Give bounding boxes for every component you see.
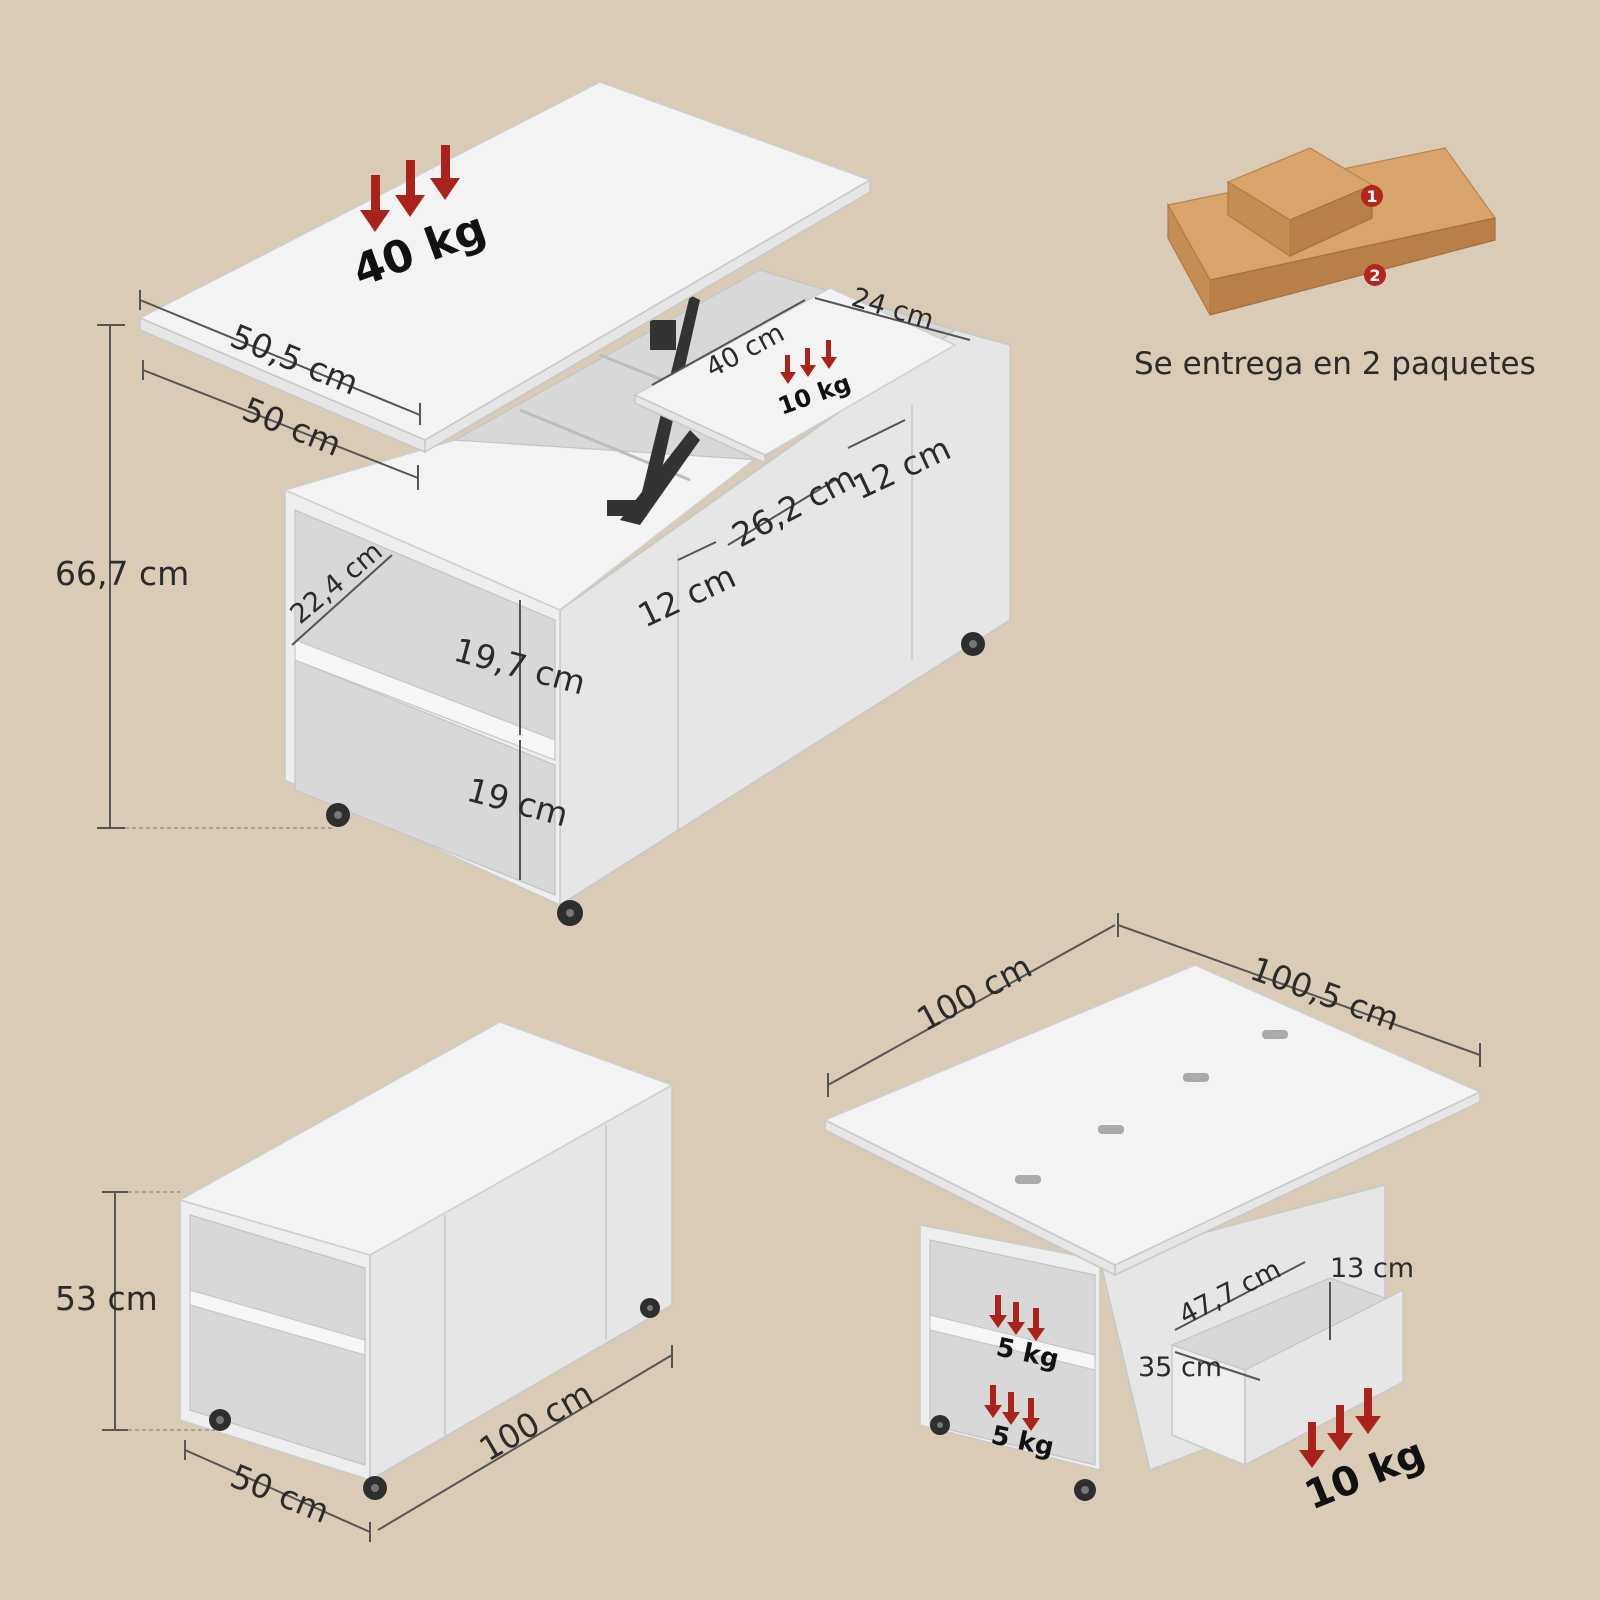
caster-wheel-icon [209,1298,660,1500]
packages-figure: 1 2 Se entrega en 2 paquetes [1134,147,1536,382]
svg-text:2: 2 [1369,266,1380,285]
arrow-icon [984,1385,1040,1431]
closed-table-top [178,1021,674,1256]
closed-table-figure: 53 cm 50 cm 100 cm [55,1021,674,1542]
closed-height-label: 53 cm [55,1279,158,1318]
delivery-note: Se entrega en 2 paquetes [1134,346,1536,382]
drawer-depth-label: 35 cm [1138,1352,1222,1383]
arrow-icon [780,340,837,384]
lift-top-table-figure: 40 kg 10 kg 50,5 cm 50 cm 66,7 cm 40 cm … [55,81,1011,926]
caster-wheel-icon [930,1415,1096,1501]
drawer-load-label: 10 kg [1299,1430,1432,1519]
drawer-height-label: 13 cm [1330,1253,1414,1284]
arrow-icon [1299,1388,1381,1468]
middle-shelf [294,639,556,761]
open-width-label: 100 cm [910,947,1038,1040]
svg-text:1: 1 [1366,187,1377,206]
package-1-badge [1361,185,1383,207]
hinge-icon [1015,1030,1288,1184]
package-2-badge [1364,264,1386,286]
arrow-icon [360,145,460,232]
open-table-figure: 100 cm 100,5 cm 47,7 cm 13 cm 35 cm 5 kg… [823,913,1482,1519]
height-label: 66,7 cm [55,554,189,593]
body-front-panel [559,329,1011,907]
caster-wheel-icon [326,632,985,926]
drawer-front [1244,1288,1404,1467]
closed-width-label: 50 cm [225,1456,335,1531]
arrow-icon [989,1295,1045,1341]
